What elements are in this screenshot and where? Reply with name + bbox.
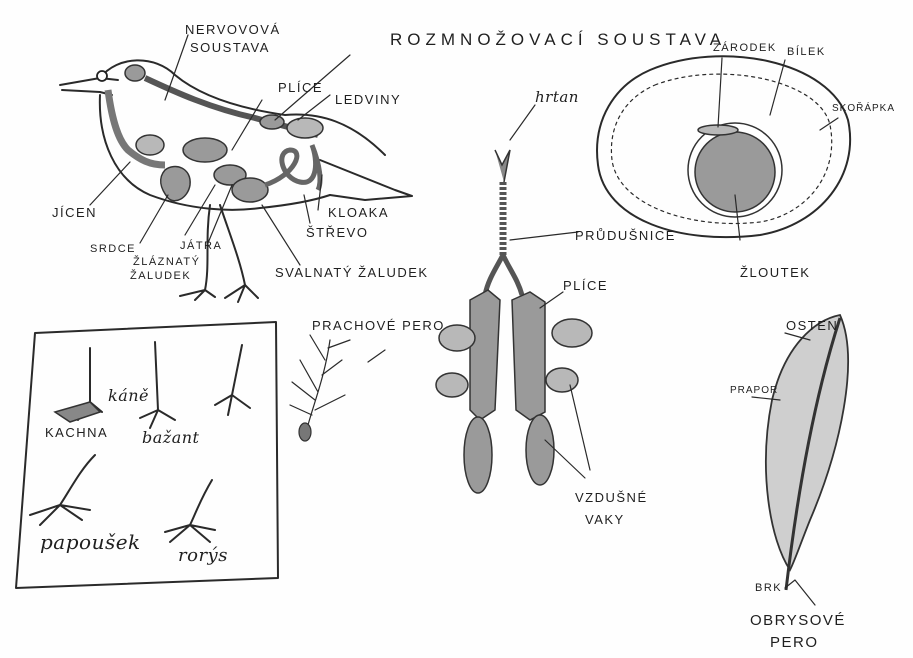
label-cloaca: KLOAKA xyxy=(328,205,389,220)
larynx-leader-line xyxy=(510,105,535,140)
down-feather-quill xyxy=(299,423,311,441)
air-sac xyxy=(552,319,592,347)
pheasant-foot xyxy=(215,345,250,415)
label-down-feather: PRACHOVÉ PERO xyxy=(312,318,445,333)
label-feather-barb: PRAPOR xyxy=(730,385,778,396)
lung-right xyxy=(512,292,545,420)
label-air-sacs: VZDUŠNÉ xyxy=(575,490,648,505)
label-shell: SKOŘÁPKA xyxy=(832,103,895,114)
label-trachea: PRŮDUŠNICE xyxy=(575,228,676,243)
down-feather-leader-line xyxy=(368,350,385,362)
lungs-leader-line xyxy=(540,292,563,308)
label-kidneys: LEDVINY xyxy=(335,92,401,107)
down-feather-drawing xyxy=(290,335,385,441)
label-contour-feather: OBRYSOVÉ xyxy=(750,612,846,629)
air-sac xyxy=(436,373,468,397)
duck-webbing xyxy=(55,402,100,422)
swift-foot xyxy=(165,480,215,542)
lung-left xyxy=(470,290,500,420)
label-feather-shaft: OSTEN xyxy=(786,318,838,333)
label-parrot: papoušek xyxy=(40,530,141,554)
label-air-sacs-2: VAKY xyxy=(585,512,625,527)
label-yolk: ŽLOUTEK xyxy=(740,265,810,280)
parrot-foot xyxy=(30,455,95,525)
bird-toes xyxy=(180,285,258,302)
bird-intestine-organ xyxy=(265,145,320,190)
bird-gonad-organ xyxy=(260,115,284,129)
bird-kidney-organ xyxy=(287,118,323,138)
label-heart: SRDCE xyxy=(90,243,136,255)
air-sac xyxy=(464,417,492,493)
label-feather-quill: BRK xyxy=(755,582,782,594)
label-buzzard: káně xyxy=(108,386,149,405)
bird-tail xyxy=(320,160,412,200)
bird-brain xyxy=(125,65,145,81)
label-albumen: BÍLEK xyxy=(787,46,826,58)
label-gizzard: SVALNATÝ ŽALUDEK xyxy=(275,265,429,280)
label-intestine: ŠTŘEVO xyxy=(306,225,368,240)
label-embryo: ZÁRODEK xyxy=(713,42,777,54)
buzzard-foot xyxy=(140,342,175,428)
contour-feather-drawing xyxy=(752,315,848,605)
air-sac xyxy=(526,415,554,485)
larynx-shape xyxy=(495,150,510,182)
label-larynx: hrtan xyxy=(535,88,579,106)
bird-heart-organ xyxy=(161,166,190,200)
label-duck: KACHNA xyxy=(45,425,108,440)
label-nervous-system: NERVOVOVÁ xyxy=(185,22,281,37)
label-liver: JÁTRA xyxy=(180,240,222,252)
reproductive-system-title: ROZMNOŽOVACÍ SOUSTAVA xyxy=(390,30,726,50)
bird-gizzard-organ xyxy=(232,178,268,202)
label-glandular-stomach: ŽLÁZNATÝ xyxy=(133,256,200,268)
respiratory-system-drawing xyxy=(436,105,592,493)
down-feather-barbs xyxy=(290,335,350,425)
bird-anatomy-drawing xyxy=(60,35,412,302)
bird-liver-organ xyxy=(136,135,164,155)
label-bird-lungs: PLÍCE xyxy=(278,80,323,95)
label-glandular-stomach-2: ŽALUDEK xyxy=(130,270,191,282)
trachea-leader-line xyxy=(510,232,578,240)
bronchi xyxy=(485,255,522,295)
contour-feather-vane xyxy=(766,315,848,570)
label-nervous-system-2: SOUSTAVA xyxy=(190,40,270,55)
label-contour-feather-2: PERO xyxy=(770,634,819,651)
bird-eye xyxy=(97,71,107,81)
egg-drawing xyxy=(597,56,850,240)
label-respiratory-lungs: PLÍCE xyxy=(563,278,608,293)
label-pheasant: bažant xyxy=(142,428,199,447)
label-esophagus: JÍCEN xyxy=(52,205,97,220)
label-swift: rorýs xyxy=(178,545,228,566)
air-sac xyxy=(546,368,578,392)
bird-lung-organ xyxy=(183,138,227,162)
